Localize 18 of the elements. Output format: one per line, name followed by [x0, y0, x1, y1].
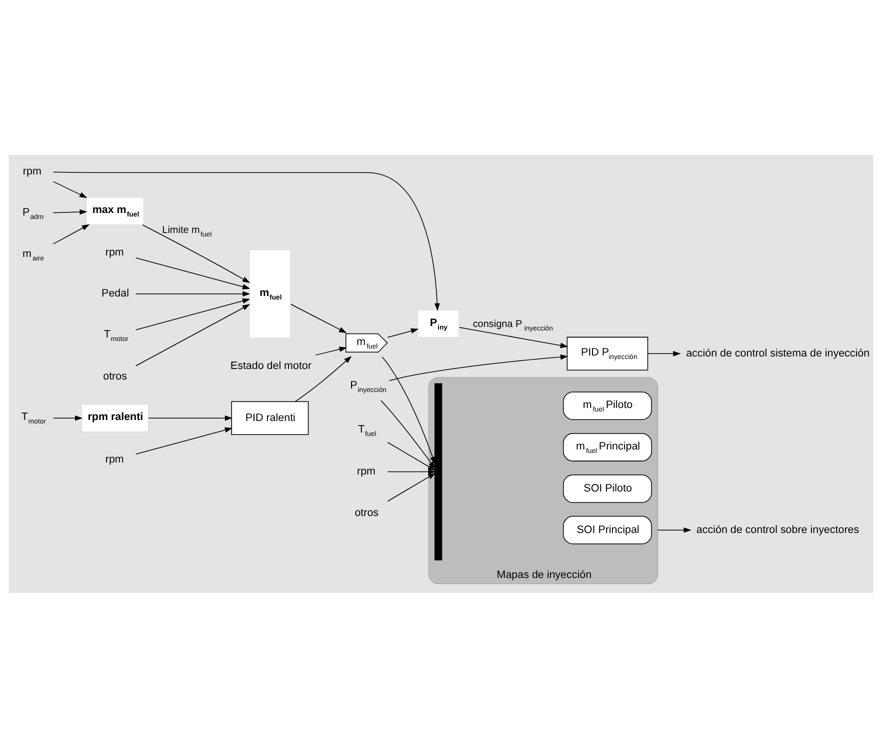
node-text: T$_{motor}$ [21, 410, 46, 426]
node-text: otros [354, 506, 379, 519]
node-text: rpm [357, 465, 376, 478]
node-text: T$_{motor}$ [104, 328, 128, 342]
node-text: rpm [22, 165, 42, 178]
edge-label: Limite m$_{fuel}$ [162, 224, 212, 238]
node-text: rpm [105, 452, 124, 465]
node-text: Estado del motor [230, 359, 312, 372]
node-text: Pedal [102, 287, 129, 300]
node-text: P$_{adm}$ [22, 206, 44, 220]
node-text: otros [103, 370, 127, 382]
node-text: m$_{aire}$ [22, 247, 44, 262]
node-text: T$_{fuel}$ [358, 422, 376, 438]
node-text: rpm [105, 246, 124, 258]
node-text: P$_{inyección}$ [350, 379, 387, 394]
edge-label: consigna P$_{inyección}$ [472, 318, 553, 332]
node-text: acción de control sobre inyectores [696, 523, 860, 536]
node-text: acción de control sistema de inyección [686, 347, 870, 360]
